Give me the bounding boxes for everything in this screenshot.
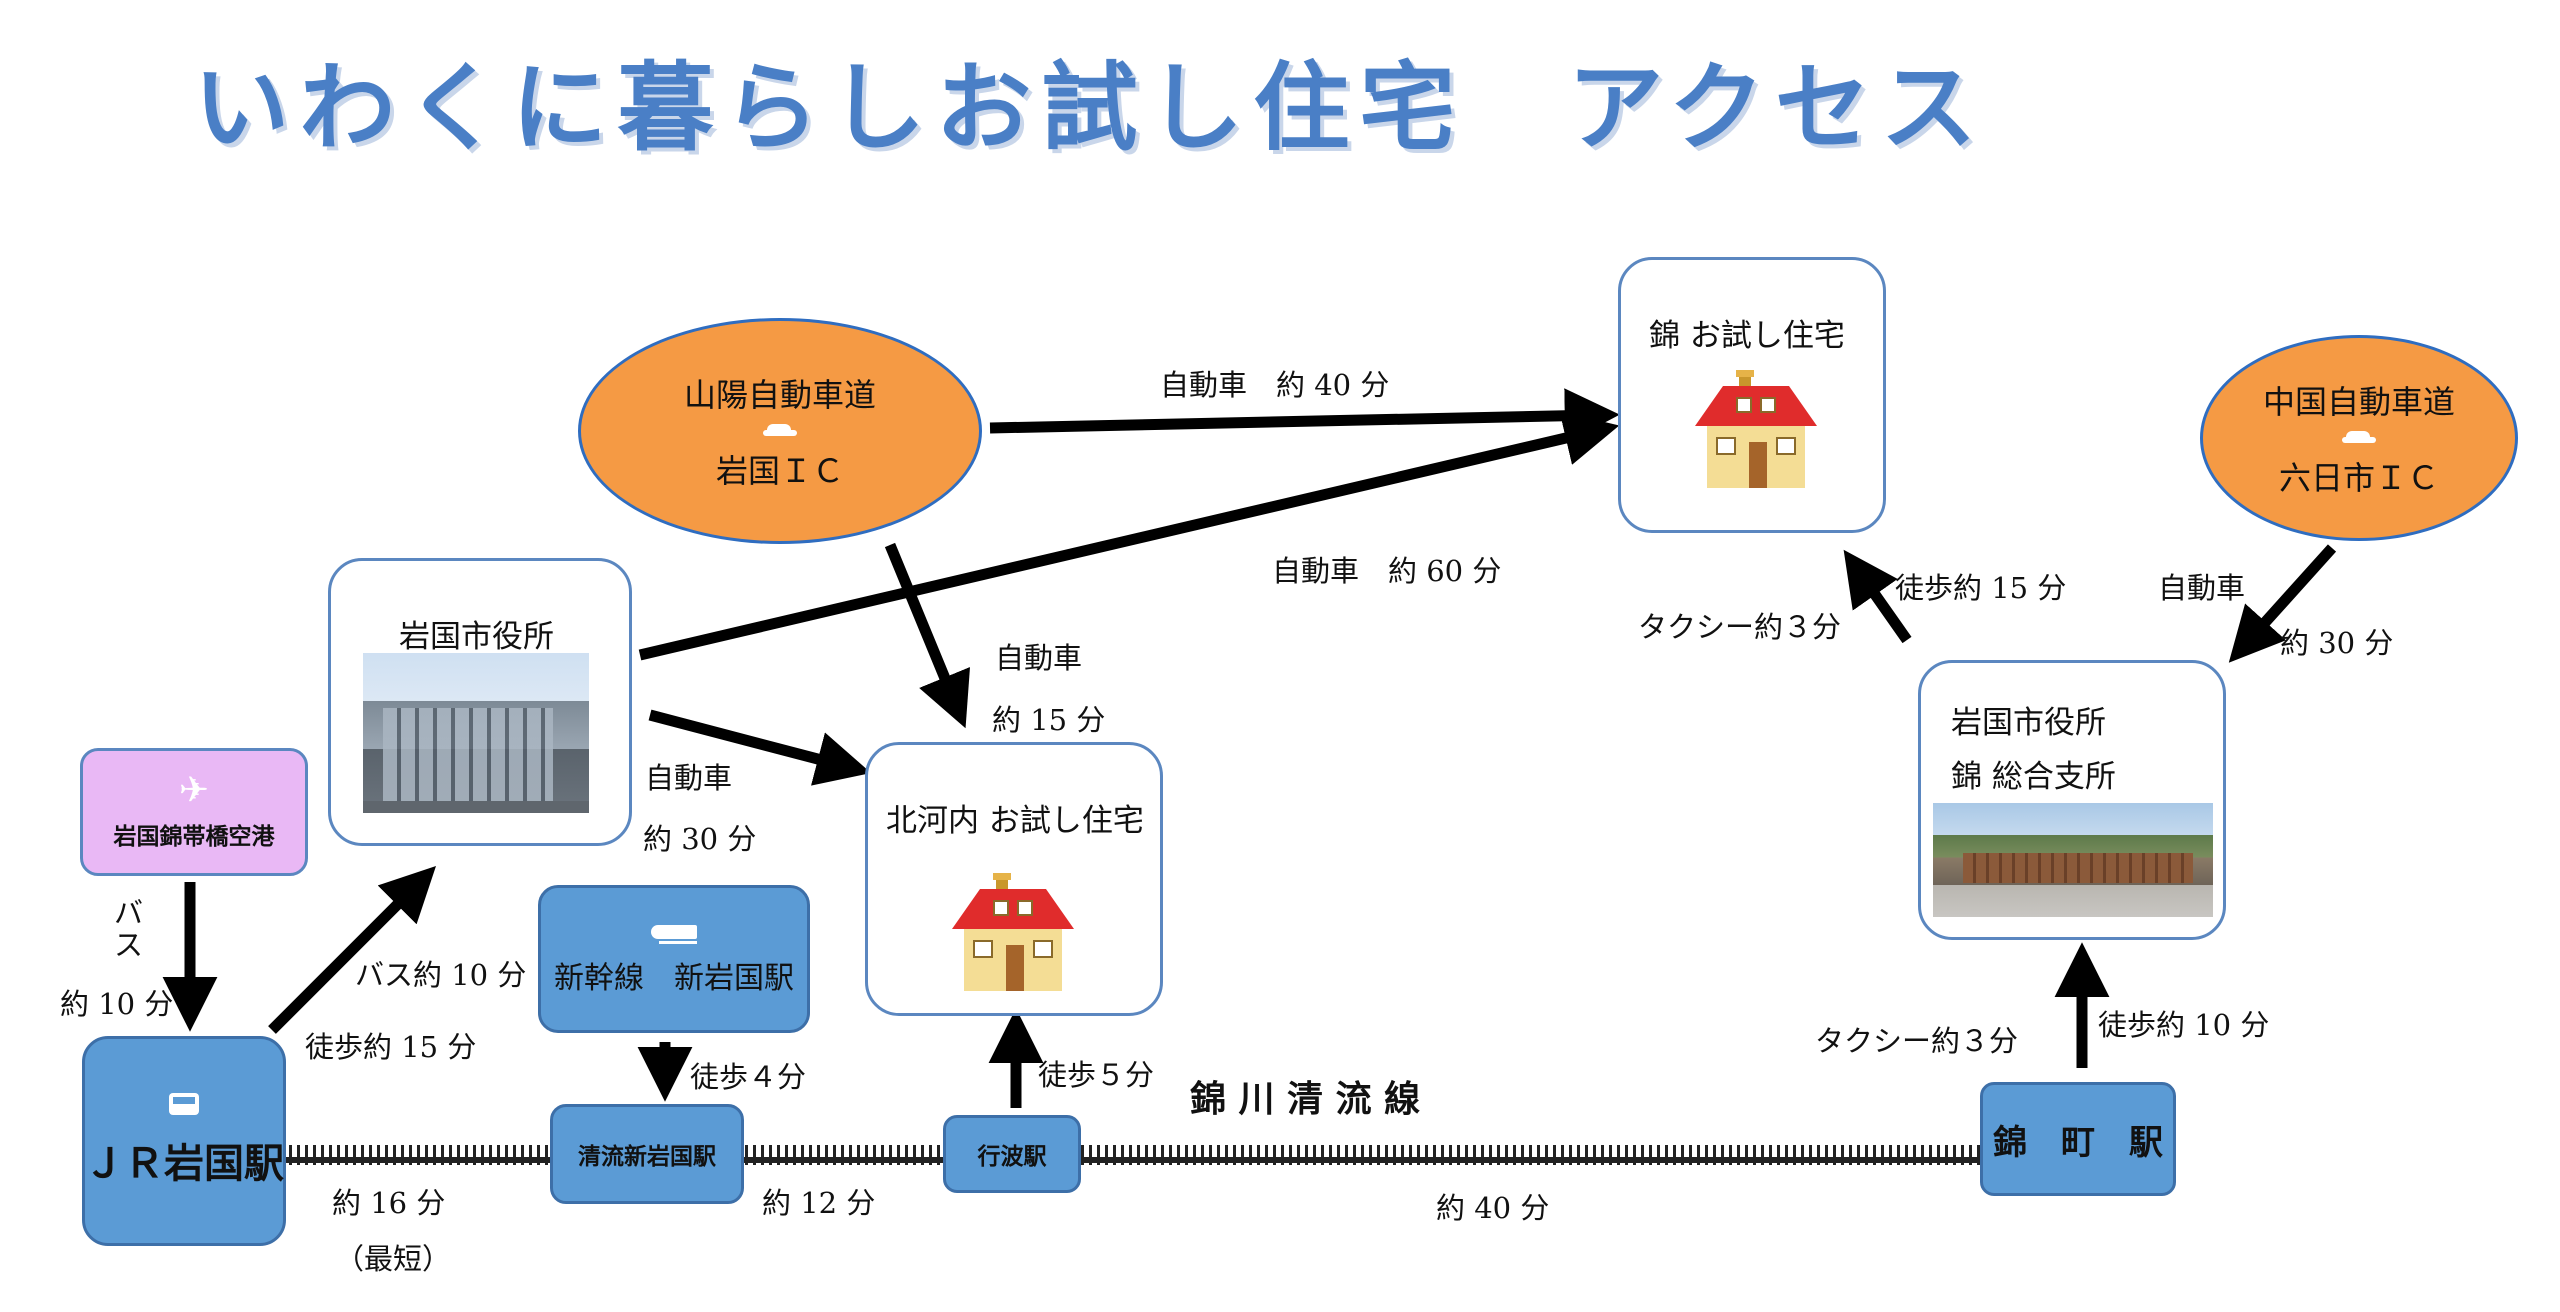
yukinami-station: 行波駅 [943, 1115, 1081, 1193]
house-icon [1695, 370, 1817, 488]
chugoku-ic-line2: 六日市ＩＣ [2278, 459, 2439, 497]
shinkansen-icon [651, 921, 697, 944]
city-hall-label: 岩国市役所 [399, 619, 554, 655]
nishiki-house-node: 錦 お試し住宅 [1618, 257, 1886, 533]
label-car-chugoku-1: 自動車 [2158, 571, 2246, 605]
label-walk15-jr: 徒歩約 15 分 [305, 1030, 477, 1064]
label-rail40: 約 40 分 [1436, 1191, 1550, 1225]
railway-track [285, 1145, 1985, 1165]
nishikicho-station: 錦 町 駅 [1980, 1082, 2176, 1196]
chugoku-ic-line1: 中国自動車道 [2262, 383, 2455, 421]
city-hall-node: 岩国市役所 [328, 558, 632, 846]
arrow-sanyo-to-nishiki [989, 388, 1620, 444]
label-car-kita-2: 約 15 分 [992, 703, 1106, 737]
label-walk5: 徒歩５分 [1038, 1058, 1155, 1092]
label-rail16-note: （最短） [335, 1242, 452, 1276]
sanyo-ic-node: 山陽自動車道 岩国ＩＣ [578, 318, 982, 544]
label-walk15-nishiki: 徒歩約 15 分 [1895, 571, 2067, 605]
arrow-jr-to-cityhall [268, 865, 437, 1034]
arrow-branch-to-nishiki [1843, 549, 1912, 644]
label-walk10: 徒歩約 10 分 [2098, 1008, 2270, 1042]
nishiki-house-label: 錦 お試し住宅 [1649, 318, 1845, 354]
label-car30-2: 約 30 分 [643, 822, 757, 856]
label-walk4: 徒歩４分 [690, 1060, 807, 1094]
label-car30-1: 自動車 [645, 761, 733, 795]
sanyo-ic-line2: 岩国ＩＣ [715, 452, 844, 490]
car-icon [2342, 431, 2376, 445]
kitagochi-house-label: 北河内 お試し住宅 [886, 803, 1144, 839]
label-car60: 自動車 約 60 分 [1272, 554, 1502, 588]
label-bus10: バス約 10 分 [355, 958, 527, 992]
page-title: いわくに暮らしお試し住宅 アクセス [193, 52, 1987, 164]
nishiki-branch-line2: 錦 総合支所 [1951, 759, 2116, 795]
bus-icon [169, 1093, 199, 1115]
kitagochi-house-node: 北河内 お試し住宅 [865, 742, 1163, 1016]
label-car-kita-1: 自動車 [995, 641, 1083, 675]
jr-iwakuni-node: ＪＲ岩国駅 [82, 1036, 286, 1246]
city-hall-photo [363, 653, 589, 813]
label-rail16: 約 16 分 [332, 1186, 446, 1220]
airport-node: ✈ 岩国錦帯橋空港 [80, 748, 308, 876]
airport-label: 岩国錦帯橋空港 [113, 824, 275, 850]
arrow-chugoku-to-branch [2228, 544, 2337, 663]
branch-office-photo [1933, 803, 2213, 917]
label-car-chugoku-2: 約 30 分 [2280, 626, 2394, 660]
nishikicho-label: 錦 町 駅 [1993, 1122, 2163, 1163]
seiryu-shiniwakuni-station: 清流新岩国駅 [550, 1104, 744, 1204]
arrow-cityhall-to-nishiki [638, 411, 1620, 661]
label-car40: 自動車 約 40 分 [1160, 368, 1390, 402]
label-bus-airport-2: ス [114, 928, 144, 962]
nishiki-branch-node: 岩国市役所 錦 総合支所 [1918, 660, 2226, 940]
arrow-sanyo-to-kita [884, 542, 971, 729]
arrow-cityhall-to-kita [648, 709, 872, 786]
nishiki-branch-line1: 岩国市役所 [1951, 705, 2106, 741]
shinkansen-label: 新幹線 新岩国駅 [554, 961, 794, 996]
label-bus-airport-1: バ [114, 896, 144, 930]
car-icon [763, 424, 797, 438]
label-rail12: 約 12 分 [762, 1186, 876, 1220]
seiryu-shiniwakuni-label: 清流新岩国駅 [578, 1144, 716, 1170]
label-taxi3-bottom: タクシー約３分 [1815, 1024, 2019, 1058]
airplane-icon: ✈ [178, 770, 210, 811]
yukinami-label: 行波駅 [977, 1144, 1047, 1170]
jr-iwakuni-label: ＪＲ岩国駅 [84, 1140, 284, 1187]
label-bus-airport-3: 約 10 分 [60, 987, 174, 1021]
house-icon [952, 873, 1074, 991]
chugoku-ic-node: 中国自動車道 六日市ＩＣ [2200, 335, 2518, 541]
railway-line-name: 錦 川 清 流 線 [1190, 1078, 1421, 1120]
label-taxi3-top: タクシー約３分 [1638, 610, 1842, 644]
shinkansen-node: 新幹線 新岩国駅 [538, 885, 810, 1033]
sanyo-ic-line1: 山陽自動車道 [683, 376, 876, 414]
